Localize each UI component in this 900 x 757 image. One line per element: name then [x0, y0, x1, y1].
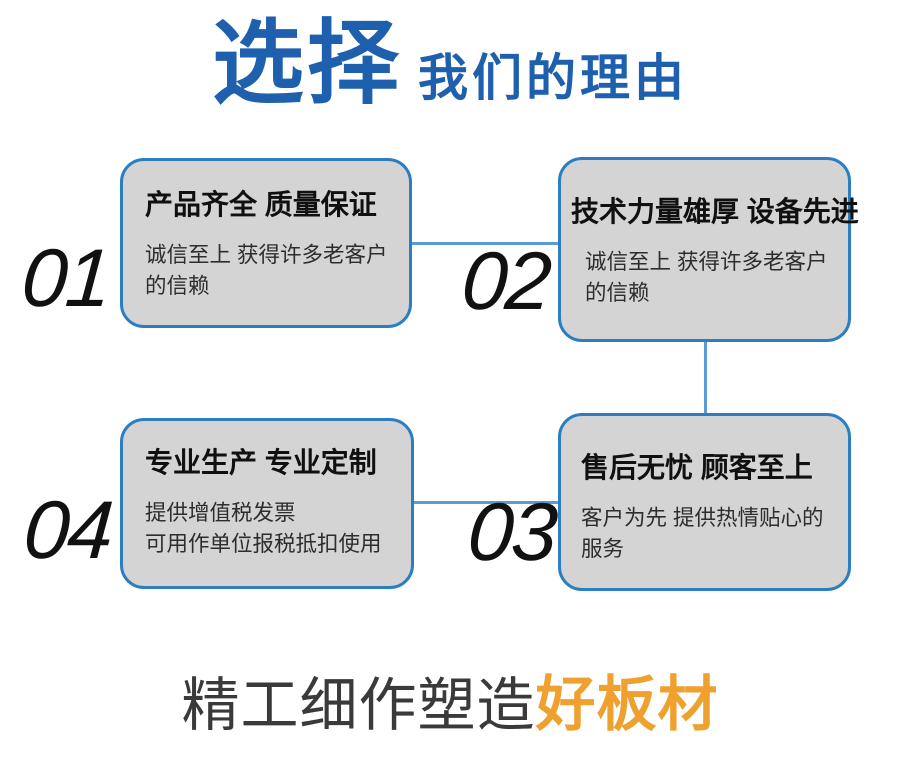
reason-card-desc: 诚信至上 获得许多老客户 的信赖 [585, 250, 828, 305]
reason-card-03: 售后无忧 顾客至上 客户为先 提供热情贴心的 服务 [558, 413, 851, 591]
step-number-02: 02 [458, 236, 553, 327]
reason-card-title: 产品齐全 质量保证 [145, 189, 377, 220]
connector-line-top [411, 242, 558, 245]
page-title-highlight: 选择 [211, 13, 402, 115]
connector-line-vertical [704, 340, 707, 415]
footer-slogan-accent: 好板材 [535, 671, 719, 738]
reason-card-title: 售后无忧 顾客至上 [581, 452, 813, 483]
reason-card-04: 专业生产 专业定制 提供增值税发票 可用作单位报税抵扣使用 [120, 418, 414, 589]
reason-card-desc: 诚信至上 获得许多老客户 的信赖 [145, 243, 388, 298]
step-number-01: 01 [18, 233, 113, 324]
reason-card-02: 技术力量雄厚 设备先进 诚信至上 获得许多老客户 的信赖 [558, 157, 859, 342]
page-title-rest: 我们的理由 [418, 50, 688, 106]
reason-card-desc: 客户为先 提供热情贴心的 服务 [581, 506, 824, 561]
reason-card-title: 技术力量雄厚 设备先进 [571, 196, 859, 227]
footer-slogan-dark: 精工细作塑造 [181, 673, 536, 738]
connector-line-bottom [412, 501, 558, 504]
step-number-04: 04 [20, 485, 115, 576]
footer-slogan: 精工细作塑造好板材 [0, 672, 900, 738]
step-number-03: 03 [464, 487, 559, 578]
reason-card-desc: 提供增值税发票 可用作单位报税抵扣使用 [145, 501, 382, 556]
reason-card-title: 专业生产 专业定制 [145, 447, 377, 478]
reason-card-01: 产品齐全 质量保证 诚信至上 获得许多老客户 的信赖 [120, 158, 412, 328]
page-title: 选择 我们的理由 [0, 16, 900, 113]
